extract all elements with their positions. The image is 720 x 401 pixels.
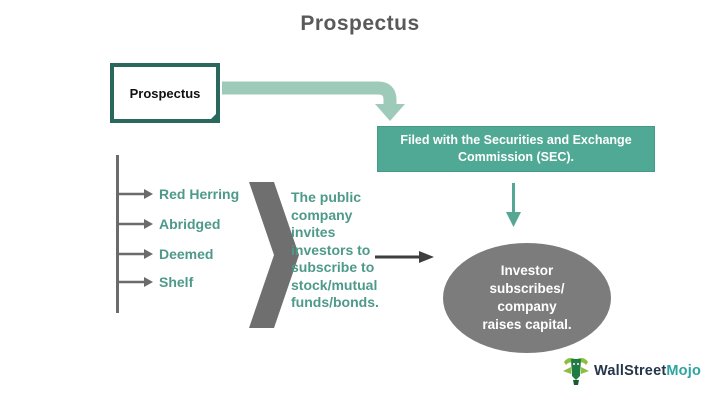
sec-filing-box: Filed with the Securities and Exchange C… <box>377 126 655 172</box>
branch-arrow-icon <box>118 189 153 199</box>
down-arrow-icon <box>506 183 521 227</box>
branch-arrow-icon <box>118 277 153 287</box>
type-label: Deemed <box>159 246 214 262</box>
type-row-abridged: Abridged <box>118 214 220 234</box>
branch-arrow-icon <box>118 219 153 229</box>
brand-wordmark: WallStreetMojo <box>594 363 701 379</box>
type-label: Abridged <box>159 216 221 232</box>
brand-accent-text: Mojo <box>666 363 701 379</box>
folded-corner-icon <box>207 110 220 123</box>
brand-primary-text: WallStreet <box>594 363 667 379</box>
type-row-shelf: Shelf <box>118 272 193 292</box>
branch-arrow-icon <box>118 249 153 259</box>
prospectus-source-box: Prospectus <box>110 63 220 123</box>
page-title: Prospectus <box>300 12 420 35</box>
type-row-red-herring: Red Herring <box>118 184 239 204</box>
elbow-arrow-icon <box>222 81 405 121</box>
process-description: The public company invites investors to … <box>291 189 379 310</box>
bull-logo-icon <box>563 358 589 385</box>
types-branch-line <box>116 155 119 313</box>
chevron-icon <box>249 182 299 328</box>
type-label: Shelf <box>159 274 194 290</box>
outcome-ellipse: Investor subscribes/ company raises capi… <box>443 243 611 353</box>
prospectus-source-label: Prospectus <box>129 85 201 101</box>
type-label: Red Herring <box>159 186 240 202</box>
flow-arrow-icon <box>375 251 434 263</box>
wallstreetmojo-logo: WallStreetMojo <box>563 356 701 386</box>
type-row-deemed: Deemed <box>118 244 213 264</box>
